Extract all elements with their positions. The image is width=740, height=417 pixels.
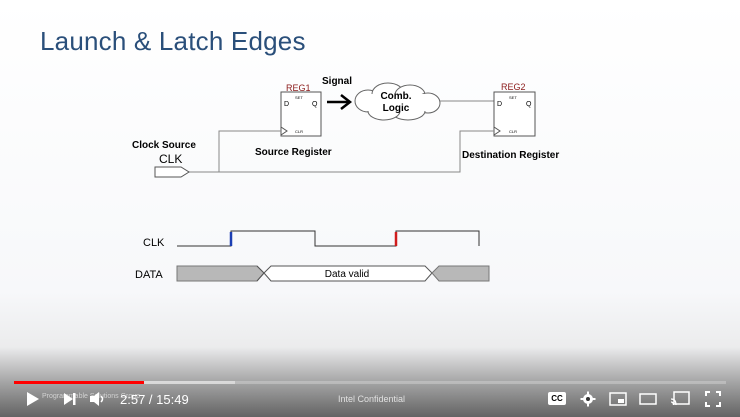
data-invalid-left (176, 265, 265, 282)
data-valid-label: Data valid (325, 269, 369, 280)
play-button[interactable] (24, 390, 42, 408)
reg1-clr-label: CLR (295, 129, 303, 134)
signal-label: Signal (322, 76, 352, 87)
reg2-label: REG2 (501, 82, 526, 92)
player-controls: Programmable Solutions Group 2:57 / 15:4… (0, 381, 740, 417)
clock-source-port (154, 166, 190, 178)
slide-title: Launch & Latch Edges (40, 26, 306, 56)
reg2-box (493, 91, 536, 137)
timing-clk-label: CLK (143, 237, 165, 249)
clock-wire (188, 130, 281, 173)
reg2-clock-triangle (493, 126, 501, 136)
progress-bar[interactable] (14, 381, 726, 384)
clk-waveform (177, 230, 480, 247)
play-icon (27, 392, 39, 406)
reg1-q-label: Q (312, 101, 318, 108)
timing-data-label: DATA (135, 269, 163, 281)
theater-button[interactable] (638, 390, 658, 408)
volume-icon (90, 392, 104, 406)
fullscreen-button[interactable] (703, 389, 723, 409)
reg2-clr-label: CLR (509, 129, 517, 134)
duration: 15:49 (156, 392, 189, 407)
cc-button[interactable]: CC (548, 392, 566, 405)
reg1-d-label: D (284, 101, 289, 108)
reg2-q-label: Q (526, 101, 532, 108)
cast-icon (670, 391, 690, 406)
time-display: 2:57 / 15:49 (120, 392, 189, 407)
comb-logic-line1: Comb. (380, 91, 411, 102)
source-register-label: Source Register (255, 147, 332, 158)
reg1-set-label: SET (295, 95, 303, 100)
volume-button[interactable] (88, 390, 108, 408)
data-invalid-right (431, 265, 490, 282)
cast-button[interactable] (668, 389, 692, 409)
reg1-label: REG1 (286, 83, 311, 93)
reg1-box (280, 91, 322, 137)
settings-icon (580, 391, 596, 407)
reg2-set-label: SET (509, 95, 517, 100)
clock-source-label: Clock Source (132, 140, 196, 151)
chapter-title[interactable]: Intel Confidential (338, 394, 406, 404)
clock-source-clk-label: CLK (159, 152, 182, 166)
reg1-clock-triangle (280, 126, 288, 136)
comb-logic-line2: Logic (383, 103, 410, 114)
reg2-d-label: D (497, 101, 502, 108)
next-button[interactable] (62, 390, 78, 408)
miniplayer-button[interactable] (608, 390, 628, 408)
miniplayer-icon (609, 392, 627, 406)
progress-played (14, 381, 145, 384)
time-separator: / (145, 392, 157, 407)
current-time: 2:57 (120, 392, 146, 407)
signal-arrow-head (340, 94, 353, 110)
theater-icon (639, 393, 657, 405)
fullscreen-icon (705, 391, 721, 407)
comb-logic-cloud (354, 82, 441, 121)
clock-wire-to-reg2 (219, 130, 494, 173)
destination-register-label: Destination Register (462, 150, 559, 161)
settings-button[interactable] (578, 389, 598, 409)
next-icon (64, 393, 76, 405)
